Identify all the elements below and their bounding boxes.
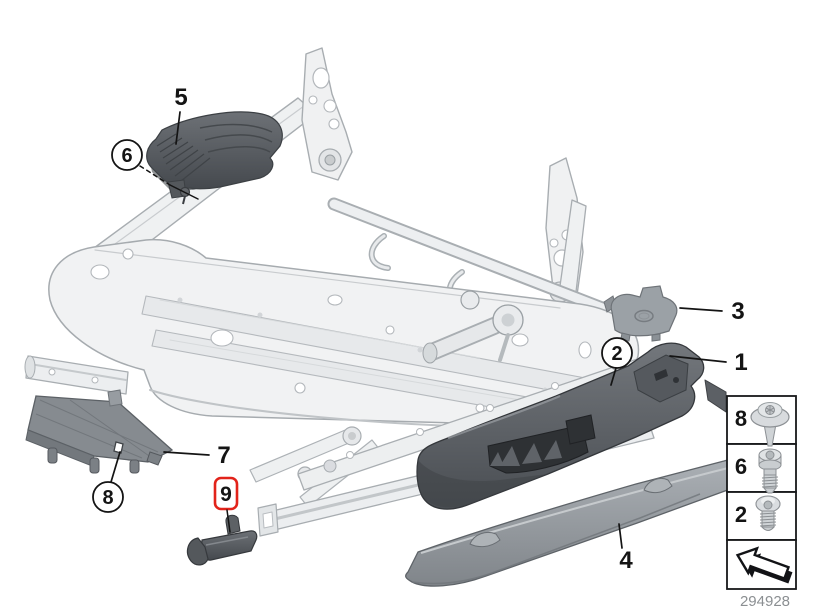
- part-5-belt-guide-cover: [146, 111, 283, 205]
- rail-end-notch: [262, 511, 274, 529]
- part-9-rail-end-cap: [186, 514, 258, 566]
- callout-7-leader: [163, 451, 210, 456]
- switch-opening-teeth: [490, 440, 562, 466]
- pan-holes: [90, 248, 592, 413]
- legend-8-label[interactable]: 8: [735, 406, 747, 431]
- linkage-joint-inner: [348, 432, 356, 440]
- callout-1-leader: [669, 355, 727, 363]
- cap-emboss-inner: [638, 312, 650, 320]
- callout-5-label[interactable]: 5: [174, 84, 187, 111]
- legend-2-label[interactable]: 2: [735, 502, 747, 527]
- legend-6-label[interactable]: 6: [735, 454, 747, 479]
- motor-body: [425, 319, 501, 359]
- small-gear: [460, 290, 480, 310]
- panel-hook: [47, 447, 58, 464]
- fastener-legend: 8 6 2: [726, 395, 797, 610]
- panel-hook: [89, 457, 100, 474]
- callout-2-leader: [610, 367, 617, 386]
- tube-hoop: [370, 234, 390, 270]
- cap-emboss: [634, 309, 654, 323]
- trim-panel-top-highlight: [447, 394, 561, 440]
- belt-guide-flowlines: [199, 123, 273, 153]
- callout-9-red-box[interactable]: [213, 476, 239, 511]
- screw-threads: [761, 476, 779, 488]
- screw-tip: [762, 487, 778, 494]
- cap-foot: [651, 333, 661, 342]
- callouts: 5 6 3 2 1 7 8 9 4: [92, 84, 748, 574]
- seat-rail-left-end: [24, 355, 36, 379]
- rail-bolt: [323, 459, 337, 473]
- bracket-hole: [328, 118, 340, 130]
- sill-trim-lower-line: [411, 493, 701, 585]
- bracket-hole: [549, 238, 559, 248]
- callout-7-label[interactable]: 7: [217, 442, 230, 469]
- screw-threads: [759, 512, 777, 527]
- arrow-face: [735, 546, 791, 581]
- screw-torx-star: [765, 405, 775, 415]
- end-cap-bar: [201, 530, 258, 561]
- sill-trim-bump: [643, 477, 673, 494]
- motor-link: [498, 333, 510, 362]
- callout-4-leader: [618, 523, 623, 549]
- part-1-side-trim-panel: [416, 342, 705, 510]
- direction-arrow-icon: [735, 546, 793, 584]
- flange-head-screw-icon: [750, 402, 790, 447]
- callout-4-label[interactable]: 4: [619, 547, 633, 574]
- seat-pan-rear-edge: [94, 249, 561, 309]
- callout-6-circle[interactable]: [111, 139, 143, 171]
- rail-hardware-dark: [704, 379, 727, 413]
- sill-trim-ridge: [420, 464, 741, 554]
- callout-3-label[interactable]: 3: [731, 298, 744, 325]
- part-3-cap: [603, 285, 678, 342]
- panel-foot: [146, 451, 163, 466]
- underseat-panel-creases: [35, 399, 159, 459]
- callout-6-label[interactable]: 6: [121, 145, 132, 167]
- seat-rail-left-line: [29, 363, 127, 381]
- pan-head-screw-icon: [755, 495, 781, 531]
- end-cap-highlight: [205, 536, 249, 546]
- seat-rail-left: [25, 355, 129, 395]
- callout-5-leader: [175, 111, 181, 145]
- recess-slot: [654, 369, 668, 381]
- callout-8-label[interactable]: 8: [102, 487, 113, 509]
- callout-9-leader: [226, 509, 231, 533]
- end-cap-curl: [186, 537, 209, 566]
- trim-panel-small-hole: [565, 414, 596, 445]
- belt-guide-screw-shank: [182, 195, 186, 205]
- screw-collar: [763, 468, 777, 476]
- recess-hole: [673, 377, 679, 383]
- seat-pan-crease: [169, 339, 521, 401]
- panel-slot: [113, 441, 124, 454]
- screw-tip: [760, 526, 776, 531]
- bracket-hole: [323, 99, 337, 113]
- cheese-head-screw-icon: [758, 448, 782, 494]
- screw-torx: [765, 450, 775, 460]
- trim-panel-front-shade: [417, 460, 548, 508]
- bracket-hole: [312, 67, 330, 89]
- motor-end-cap: [422, 342, 438, 364]
- panel-tab: [107, 389, 123, 407]
- bracket-hole: [308, 95, 318, 105]
- diagram-number: 294928: [740, 593, 790, 610]
- recliner-joint-left-inner: [324, 154, 336, 166]
- callout-1-label[interactable]: 1: [734, 349, 747, 376]
- belt-guide-ribs: [156, 133, 211, 182]
- callout-6-leader: [169, 184, 199, 200]
- sill-trim-bump: [469, 531, 501, 548]
- callout-3-leader: [679, 307, 723, 312]
- screw-torx: [763, 500, 773, 510]
- rail-hole: [91, 376, 99, 384]
- callout-9-label[interactable]: 9: [220, 483, 232, 506]
- cross-tube: [329, 199, 633, 323]
- gearbox-inner: [501, 313, 515, 327]
- callout-6-leader-dashed: [139, 165, 171, 186]
- callout-2-circle[interactable]: [601, 337, 633, 369]
- callout-8-leader: [110, 451, 121, 483]
- callout-8-circle[interactable]: [92, 481, 124, 513]
- part-7-underseat-panel: [25, 389, 174, 474]
- callout-2-label[interactable]: 2: [611, 343, 622, 365]
- rail-hole: [48, 368, 56, 376]
- panel-hook: [129, 459, 140, 474]
